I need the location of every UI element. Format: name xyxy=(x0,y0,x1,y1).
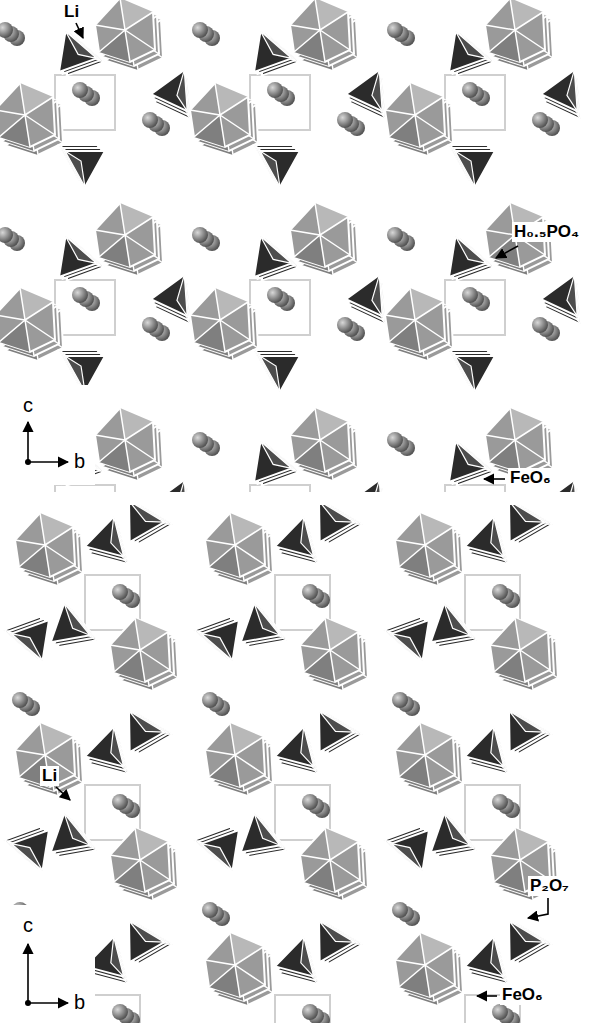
axis-ground xyxy=(0,905,95,1023)
structure-top xyxy=(0,0,598,492)
axis-ground xyxy=(0,385,95,485)
atom-label: Li xyxy=(62,2,81,22)
atom-label: Li xyxy=(40,766,59,786)
axis-origin xyxy=(25,459,31,465)
axis-label: b xyxy=(72,991,87,1014)
axis-label: c xyxy=(21,914,35,937)
polyhedron-label: FeO₆ xyxy=(500,985,545,1005)
axis-label: c xyxy=(21,394,35,417)
axis-label: b xyxy=(72,450,87,473)
leader-lines xyxy=(28,23,548,1003)
axis-origin xyxy=(25,1000,31,1006)
polyhedron-label: FeO₆ xyxy=(508,468,553,488)
polyhedron-label: P₂O₇ xyxy=(528,876,571,896)
polyhedron-label: H₀.₅PO₄ xyxy=(512,222,581,242)
